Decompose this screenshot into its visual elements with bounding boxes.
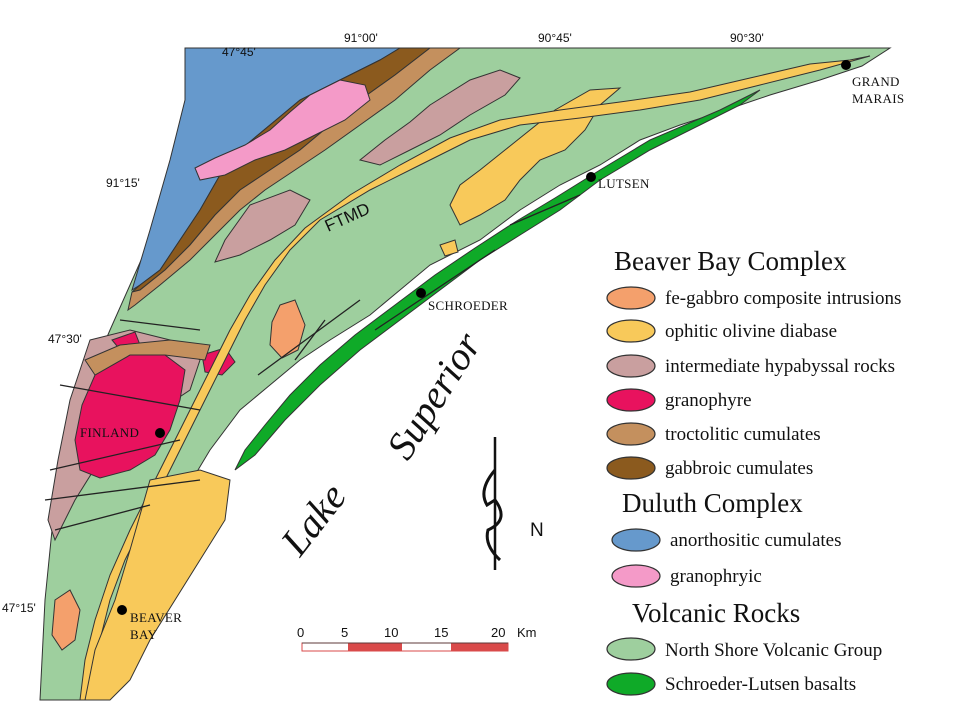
legend-swatch-anorthositic: [611, 528, 661, 552]
town-label-beaver-bay-1: BEAVER: [130, 610, 182, 625]
lake-label-superior: Superior: [377, 324, 490, 467]
ophitic-diabase-south-mass: [84, 469, 231, 701]
north-label: N: [530, 520, 544, 541]
lat-label-4715: 47°15': [2, 601, 36, 615]
town-label-beaver-bay-2: BAY: [130, 627, 157, 642]
fault-line: [44, 479, 201, 501]
troctolitic-south-band: [84, 339, 211, 376]
legend-label: troctolitic cumulates: [665, 424, 821, 445]
ophitic-diabase-patch: [439, 239, 459, 257]
town-marker-schroeder: [416, 288, 426, 298]
town-marker-grand-marais: [841, 60, 851, 70]
town-label-grand-marais-1: GRAND: [852, 74, 900, 89]
scale-tick-0: 0: [297, 625, 304, 640]
legend-swatch-ophitic: [606, 319, 656, 343]
lon-label-9030: 90°30': [730, 31, 764, 45]
fe-gabbro-area-north: [269, 299, 306, 359]
troctolitic-cumulates-band: [127, 47, 462, 312]
scale-tick-5: 5: [341, 625, 348, 640]
lat-label-4730: 47°30': [48, 332, 82, 346]
town-marker-lutsen: [586, 172, 596, 182]
legend-label: anorthositic cumulates: [670, 530, 841, 551]
north-arrow: [482, 437, 503, 570]
legend-swatch-granophyric: [611, 564, 661, 588]
legend-label: granophyre: [665, 390, 752, 411]
scale-tick-15: 15: [434, 625, 448, 640]
legend-swatch-intermediate: [606, 354, 656, 378]
town-label-finland: FINLAND: [80, 425, 139, 440]
scale-tick-20: 20: [491, 625, 505, 640]
town-label-grand-marais-2: MARAIS: [852, 91, 904, 106]
lon-label-9045: 90°45': [538, 31, 572, 45]
fault-line: [374, 249, 496, 331]
legend-label: intermediate hypabyssal rocks: [665, 356, 895, 377]
fault-line: [294, 319, 326, 361]
intermediate-hypabyssal-patch-mid: [214, 189, 311, 263]
legend-label: fe-gabbro composite intrusions: [665, 288, 901, 309]
ophitic-diabase-main: [449, 87, 622, 226]
lake-label-lake: Lake: [271, 475, 355, 565]
fault-line: [119, 319, 201, 331]
lat-label-4745: 47°45': [222, 45, 256, 59]
legend-swatch-schroeder-lutsen: [606, 672, 656, 696]
legend: Beaver Bay Complex fe-gabbro composite i…: [606, 246, 901, 696]
scale-tick-10: 10: [384, 625, 398, 640]
town-marker-beaver-bay: [117, 605, 127, 615]
legend-label: gabbroic cumulates: [665, 458, 813, 479]
legend-label: ophitic olivine diabase: [665, 321, 837, 342]
legend-swatch-troctolitic: [606, 422, 656, 446]
town-label-lutsen: LUTSEN: [598, 176, 650, 191]
legend-label: Schroeder-Lutsen basalts: [665, 674, 856, 695]
lon-label-9115: 91°15': [106, 176, 140, 190]
fault-line: [509, 194, 581, 226]
legend-swatch-granophyre: [606, 388, 656, 412]
schroeder-lutsen-basalts: [234, 89, 761, 471]
legend-title-volcanic: Volcanic Rocks: [632, 598, 800, 628]
granophyric-area: [194, 79, 371, 181]
legend-title-duluth: Duluth Complex: [622, 488, 803, 518]
intermediate-hypabyssal-patch-north: [358, 69, 521, 166]
fault-line: [49, 439, 181, 471]
town-label-schroeder: SCHROEDER: [428, 298, 508, 313]
fe-gabbro-area-south: [51, 589, 81, 651]
fault-line: [54, 504, 151, 531]
town-marker-finland: [155, 428, 165, 438]
scale-unit: Km: [517, 625, 537, 640]
legend-swatch-gabbroic: [606, 456, 656, 480]
legend-title-beaver-bay: Beaver Bay Complex: [614, 246, 847, 276]
legend-label: granophryic: [670, 566, 762, 587]
fault-line: [59, 384, 201, 411]
lon-label-9100: 91°00': [344, 31, 378, 45]
scale-bar: [301, 642, 509, 652]
legend-swatch-north-shore: [606, 637, 656, 661]
legend-swatch-fe-gabbro: [606, 286, 656, 310]
legend-label: North Shore Volcanic Group: [665, 640, 882, 661]
fault-line: [257, 299, 361, 376]
